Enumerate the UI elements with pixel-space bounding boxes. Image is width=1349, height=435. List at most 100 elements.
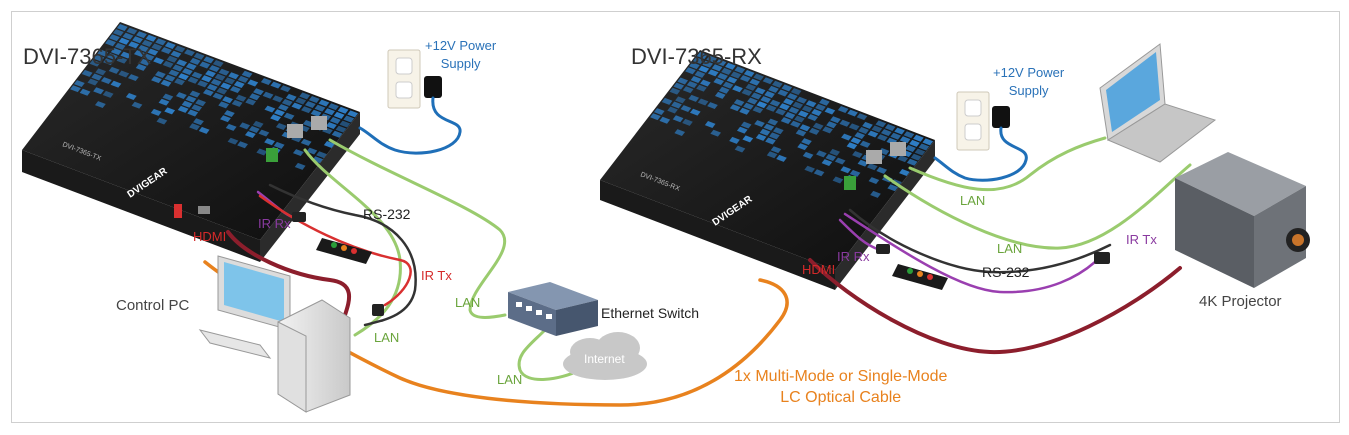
led-cell (120, 51, 132, 59)
led-cell (918, 143, 930, 151)
led-cell (220, 82, 232, 90)
led-cell (79, 88, 91, 96)
led-cell (775, 108, 786, 116)
led-cell (185, 95, 197, 103)
rx-ir-tx-label: IR Tx (1126, 232, 1157, 247)
led-cell (825, 154, 837, 161)
tx-rj45-port-2 (311, 116, 327, 130)
led-cell (201, 75, 212, 83)
led-cell (713, 78, 725, 86)
led-cell (89, 59, 101, 67)
led-cell (770, 146, 782, 154)
led-cell (653, 108, 665, 116)
led-cell (841, 133, 852, 141)
led-cell (270, 114, 281, 122)
led-cell (680, 105, 692, 113)
led-cell (697, 98, 709, 106)
led-cell (202, 89, 214, 97)
led-cell (897, 155, 909, 163)
led-cell (164, 42, 176, 49)
led-cell (302, 120, 314, 127)
led-cell (811, 109, 822, 116)
led-cell (191, 71, 203, 79)
led-cell (750, 92, 762, 100)
led-cell (849, 169, 861, 177)
led-cell (850, 137, 862, 145)
led-cell (856, 113, 868, 121)
control-pc-label: Control PC (116, 297, 190, 314)
led-cell (832, 176, 844, 184)
led-cell (304, 101, 316, 109)
led-cell (689, 108, 701, 116)
led-cell (277, 104, 289, 112)
led-cell (754, 87, 766, 95)
led-cell (228, 72, 239, 80)
pc-screen (224, 262, 284, 322)
rx-ir-emitter (1094, 252, 1110, 264)
rx-power-adapter (992, 106, 1010, 128)
led-cell (880, 129, 892, 137)
led-cell (821, 159, 833, 167)
led-cell (331, 130, 343, 138)
led-cell (816, 150, 827, 158)
led-cell (329, 117, 341, 124)
led-cell (143, 53, 155, 61)
tx-led-pattern (70, 24, 359, 170)
led-cell (650, 113, 661, 121)
led-cell (170, 50, 182, 58)
led-cell (247, 79, 259, 87)
led-cell (788, 106, 800, 114)
led-cell (837, 106, 849, 113)
led-cell (772, 80, 783, 88)
led-cell (813, 169, 825, 177)
led-cell (694, 70, 706, 78)
led-cell (218, 101, 230, 109)
led-cell (189, 57, 201, 65)
led-cell (172, 64, 184, 72)
led-cell (747, 97, 758, 105)
rx-power-cable (933, 126, 1028, 182)
led-cell (222, 96, 233, 104)
led-cell (672, 115, 684, 123)
led-cell (808, 127, 820, 135)
led-cell (734, 66, 746, 74)
led-cell (847, 109, 858, 117)
led-cell (122, 32, 134, 40)
led-cell (291, 102, 303, 110)
led-cell (189, 123, 200, 131)
led-cell (734, 145, 746, 153)
rx-power-supply-label: +12V Power Supply (993, 65, 1065, 98)
led-cell (135, 63, 147, 71)
led-cell (95, 68, 107, 76)
led-cell (686, 81, 698, 89)
led-cell (162, 60, 174, 68)
rx-terminal-block (844, 176, 856, 190)
led-cell (245, 98, 257, 106)
led-cell (830, 116, 841, 124)
led-cell (875, 120, 887, 128)
tx-hdmi-port (198, 206, 210, 214)
led-cell (139, 58, 151, 66)
led-cell (116, 24, 128, 31)
led-cell (308, 96, 320, 103)
led-cell (292, 149, 304, 157)
led-cell (264, 138, 275, 146)
led-cell (231, 99, 243, 107)
led-cell (110, 48, 122, 55)
led-cell (739, 107, 750, 115)
led-cell (210, 78, 222, 86)
led-cell (206, 84, 218, 91)
led-cell (70, 85, 81, 93)
led-cell (260, 78, 272, 85)
led-cell (704, 121, 716, 128)
led-cell (199, 61, 211, 69)
led-cell (733, 99, 745, 107)
led-cell (669, 87, 681, 95)
led-cell (333, 111, 345, 119)
led-cell (768, 85, 779, 93)
led-cell (805, 100, 817, 108)
led-cell (323, 141, 335, 148)
led-cell (846, 142, 858, 150)
led-cell (797, 143, 808, 151)
led-cell (762, 77, 774, 85)
